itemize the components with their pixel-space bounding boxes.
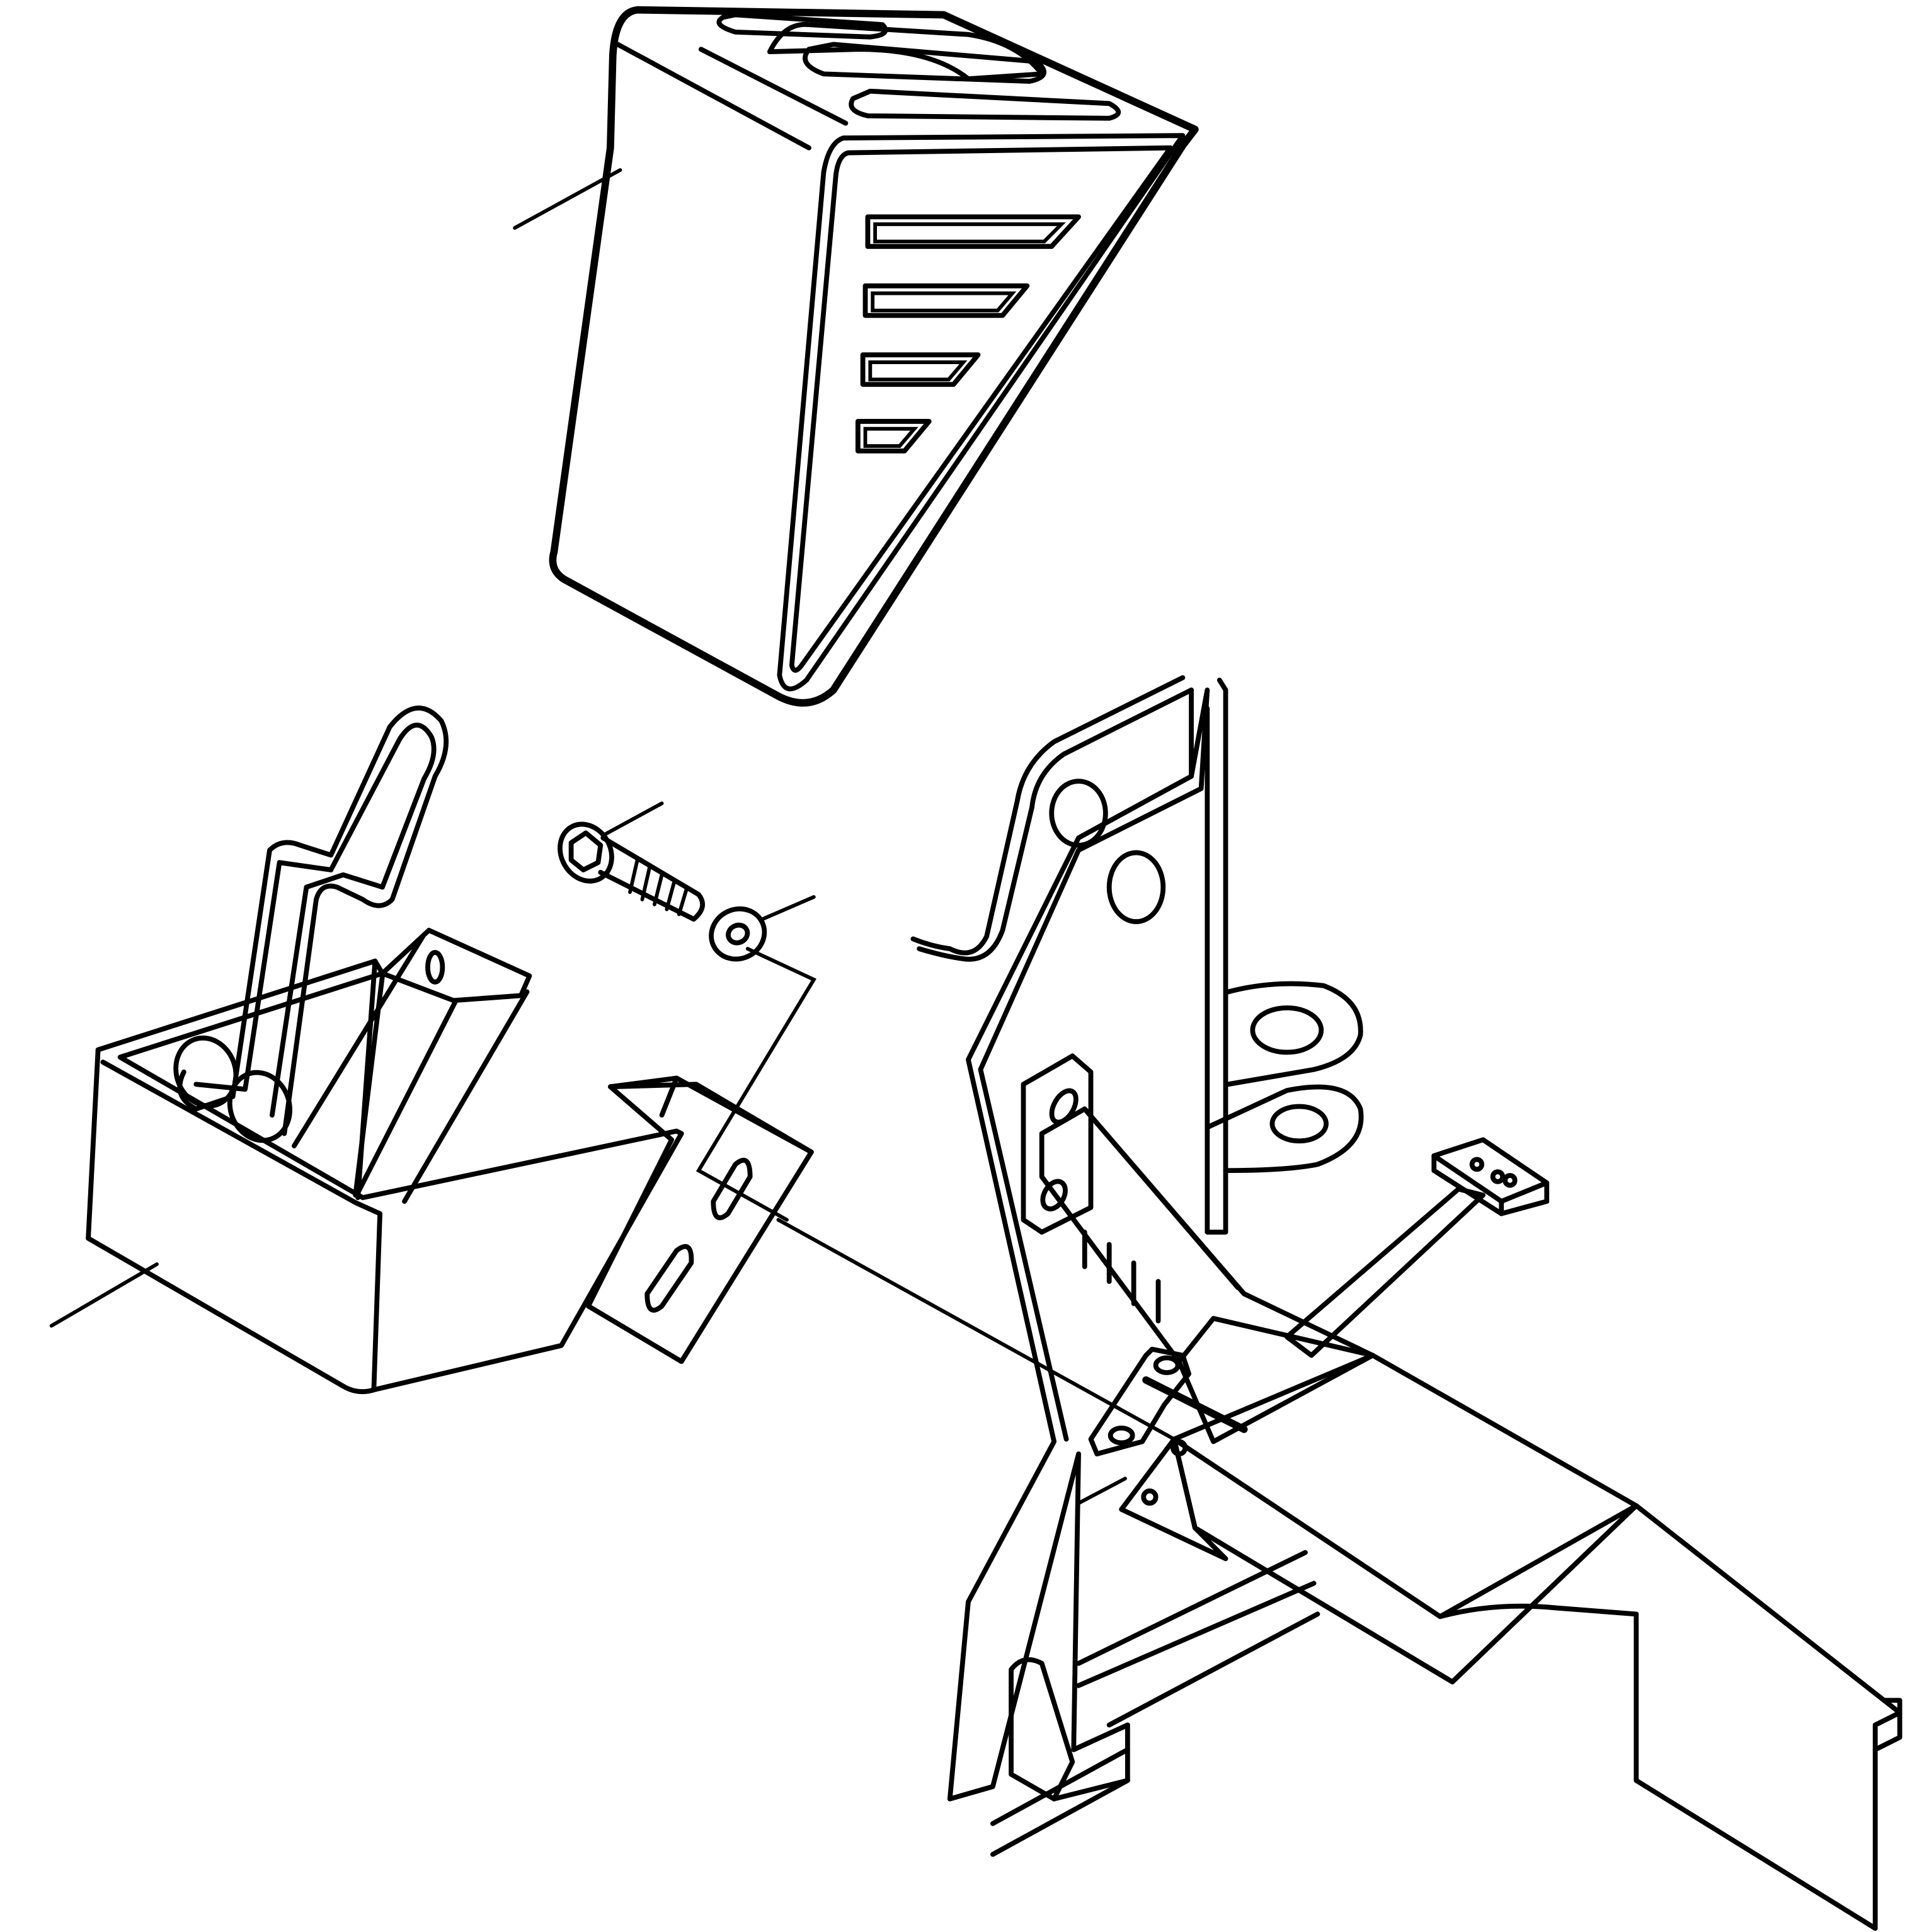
bolt-callout-leader <box>601 801 664 838</box>
vent-3 <box>860 352 981 387</box>
side-block-hole-1 <box>1049 1088 1079 1125</box>
lever-loop-left <box>173 1035 239 1109</box>
frame-lug-lower <box>1205 1084 1364 1174</box>
frame-hole-lower <box>1106 850 1166 924</box>
vent-4-inner <box>863 426 919 449</box>
assembly-guide-line <box>776 1218 1176 1441</box>
washer-assembly-guide <box>696 947 817 1222</box>
bolt-shank <box>598 835 706 922</box>
pedal-plate <box>1431 1137 1550 1216</box>
frame-lug-upper <box>1225 981 1363 1087</box>
frame-floor-beam <box>1171 1352 1639 1684</box>
frame-tabs <box>1082 1230 1161 1323</box>
pedal-plate-edge <box>1431 1153 1550 1216</box>
frame-inner-link <box>1077 1477 1127 1506</box>
vent-4 <box>855 419 932 454</box>
frame-side-block <box>1021 1053 1094 1235</box>
frame-upright-side <box>1205 677 1228 1235</box>
frame-hole-upper <box>1049 779 1108 848</box>
frame-base-foot <box>1051 1722 1130 1802</box>
cover-top-slot-2 <box>803 42 1046 84</box>
bracket-box-inner <box>100 1060 382 1393</box>
cover-callout-leader <box>513 168 622 230</box>
frame-lug-upper-hole <box>1250 1005 1324 1055</box>
lever-post-hole <box>425 950 445 985</box>
latch-hole-2 <box>1108 1426 1135 1446</box>
pedal-plate-hole-3 <box>1503 1173 1518 1188</box>
lever-wire-handle-inner <box>193 723 437 1118</box>
frame-rear-panel <box>1634 1611 1878 1931</box>
vent-1-inner <box>873 222 1066 244</box>
console-frame <box>910 675 1903 1931</box>
bracket-box-rim <box>95 958 684 1201</box>
washer-callout-leader <box>760 895 816 922</box>
cover-shell <box>549 6 1199 707</box>
cover-top-slot-1 <box>716 12 888 40</box>
vent-2-inner <box>871 291 1017 312</box>
frame-upright-outer-2 <box>917 687 1194 962</box>
side-block-hole-2 <box>1040 1179 1068 1212</box>
mount-tab-hole-2 <box>1141 1488 1159 1506</box>
cover-front-rim-inner <box>789 145 1173 673</box>
cover-top-slot-3 <box>849 88 1121 121</box>
lever-bracket-assembly <box>49 706 814 1395</box>
control-lever-cover <box>513 6 1199 707</box>
cover-top-knob <box>767 21 1045 82</box>
frame-latch-bracket <box>1088 1346 1192 1456</box>
frame-rear-lip <box>1872 1698 1903 1752</box>
frame-arm-edge <box>1082 1106 1375 1364</box>
vent-2 <box>862 283 1030 318</box>
frame-floor-beam-side <box>1192 1503 1903 1931</box>
frame-upright-front-2 <box>978 687 1210 1442</box>
frame-lug-lower-hole <box>1269 1104 1329 1144</box>
vent-1 <box>865 214 1081 249</box>
pedal-arm <box>1284 1186 1486 1358</box>
frame-base-bar <box>990 1747 1130 1857</box>
latch-rod <box>1142 1376 1248 1433</box>
frame-mount-tab <box>1119 1436 1228 1562</box>
mount-tab-hole-1 <box>1170 1439 1188 1456</box>
frame-curved-support <box>1438 1603 1639 1620</box>
cover-vents <box>855 214 1081 454</box>
mount-plate-edge <box>607 1075 814 1155</box>
bracket-callout-leader <box>49 1262 159 1328</box>
washer <box>696 895 817 1222</box>
frame-upright-front <box>947 687 1194 1802</box>
washer-outer <box>709 906 767 962</box>
cover-front-rim <box>777 133 1186 692</box>
frame-upright-outer <box>910 675 1186 956</box>
frame-lower-crossbar <box>1076 1550 1320 1728</box>
pedal-plate-hole-1 <box>1469 1157 1485 1172</box>
washer-hole <box>726 922 750 946</box>
mount-slot-2 <box>644 1244 694 1313</box>
lever-loop-right <box>227 1070 293 1143</box>
bolt-hex-socket <box>568 830 604 872</box>
pedal-plate-hole-2 <box>1490 1169 1506 1184</box>
latch-hole-1 <box>1153 1355 1181 1375</box>
socket-head-bolt <box>558 801 706 922</box>
vent-3-inner <box>868 360 968 382</box>
cover-top-ridge <box>698 47 849 126</box>
lever-post-body <box>292 934 530 1204</box>
cover-top-edge <box>615 42 811 151</box>
mount-slot-1 <box>711 1158 753 1220</box>
lever-wire-handle <box>177 706 449 1136</box>
bolt-threads <box>628 858 689 917</box>
